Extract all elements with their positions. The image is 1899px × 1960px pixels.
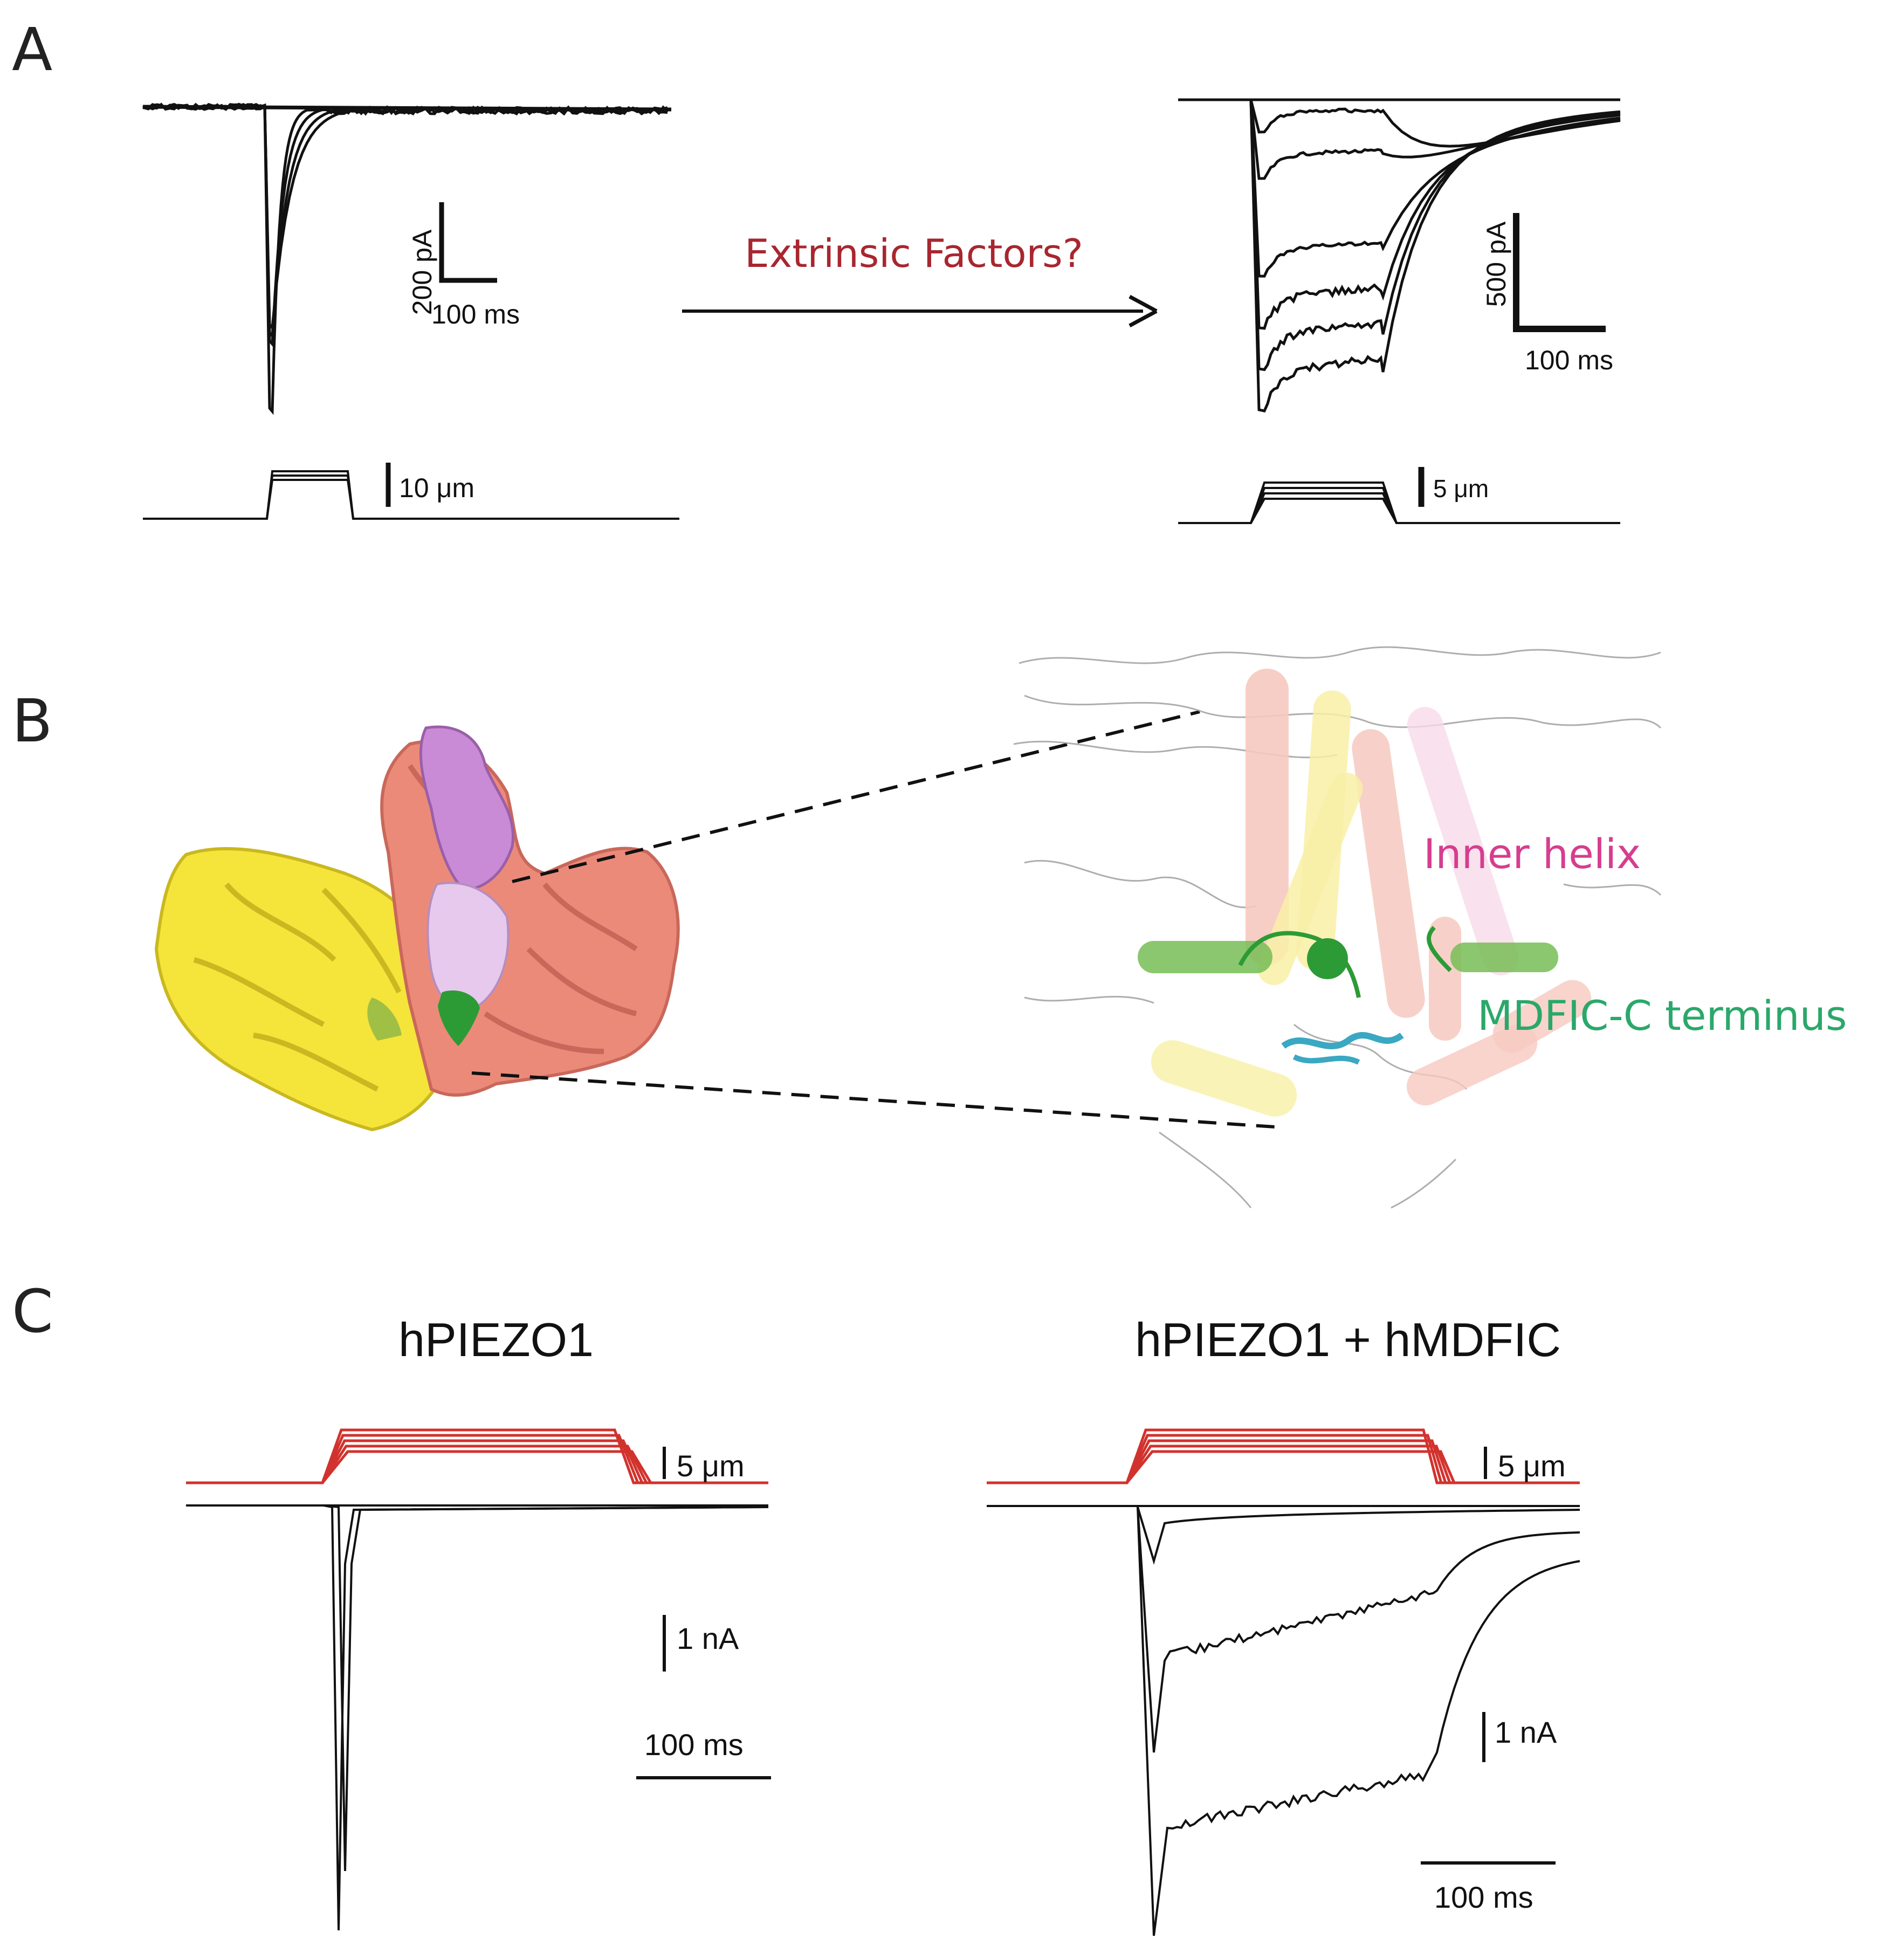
panel-c-right-stimulus-traces bbox=[987, 1428, 1580, 1484]
panel-a-right-stimulus-trace bbox=[1178, 482, 1620, 524]
panel-a-left-x-scale-label: 100 ms bbox=[431, 299, 520, 329]
panel-c-left-time-label: 100 ms bbox=[644, 1728, 744, 1762]
panel-c-right-trace-medium bbox=[1137, 1507, 1580, 1753]
panel-a-arrow-text: Extrinsic Factors? bbox=[745, 231, 1083, 276]
panel-a-right-scale-bar bbox=[1513, 213, 1606, 332]
panel-c-right-title: hPIEZO1 + hMDFIC bbox=[1135, 1313, 1561, 1366]
panel-a-left-y-scale-label: 200 pA bbox=[407, 229, 437, 315]
panel-c-right-time-label: 100 ms bbox=[1434, 1880, 1533, 1914]
panel-c-right-stim-label: 5 μm bbox=[1498, 1449, 1566, 1483]
panel-c-left-stimulus-traces bbox=[186, 1428, 768, 1484]
panel-c-right-stim-step bbox=[987, 1434, 1580, 1484]
inner-helix-label: Inner helix bbox=[1423, 830, 1641, 878]
panel-label-a: A bbox=[12, 15, 52, 84]
inner-helix-cartoon bbox=[1013, 646, 1662, 1209]
panel-a-arrow bbox=[682, 294, 1158, 328]
panel-a-right-trace bbox=[1178, 98, 1621, 330]
panel-a-right-y-scale-label: 500 pA bbox=[1481, 221, 1511, 307]
panel-c-left-stim-step bbox=[186, 1450, 768, 1484]
panel-a-right-trace bbox=[1178, 98, 1621, 278]
panel-c-left-stim-label: 5 μm bbox=[677, 1449, 745, 1483]
panel-label-b: B bbox=[12, 686, 52, 755]
panel-c-left-title: hPIEZO1 bbox=[398, 1313, 594, 1366]
panel-a-left-scale-bar bbox=[439, 202, 497, 283]
panel-c-left-current-trace bbox=[323, 1504, 769, 1931]
panel-a-left-trace bbox=[142, 103, 669, 348]
panel-c-right-stim-step bbox=[987, 1428, 1580, 1484]
panel-a-right-trace bbox=[1178, 98, 1621, 372]
panel-c-left-current-label: 1 nA bbox=[677, 1621, 739, 1655]
panel-label-c: C bbox=[12, 1277, 53, 1346]
panel-a-left-stim-scale-label: 10 μm bbox=[399, 473, 474, 503]
panel-a-right-current-traces bbox=[1178, 98, 1621, 412]
panel-a-left-trace bbox=[142, 102, 668, 415]
panel-c-right-current-label: 1 nA bbox=[1495, 1715, 1557, 1749]
panel-c-right-trace-large bbox=[1137, 1507, 1580, 1936]
panel-a-left-stimulus-trace bbox=[143, 470, 679, 520]
panel-a-right-trace bbox=[1178, 98, 1621, 180]
panel-a-right-x-scale-label: 100 ms bbox=[1525, 345, 1613, 375]
cryo-em-density-map bbox=[154, 725, 680, 1132]
panel-a-right-stim-scale-label: 5 μm bbox=[1433, 474, 1489, 503]
mdfic-c-terminus-label: MDFIC-C terminus bbox=[1477, 992, 1847, 1040]
panel-c-right-stim-step bbox=[987, 1450, 1580, 1484]
panel-c-left-current-traces bbox=[186, 1504, 769, 1931]
panel-a-left-trace bbox=[142, 102, 668, 332]
panel-a-right-trace bbox=[1178, 98, 1621, 412]
panel-c-right-current-traces bbox=[987, 1505, 1580, 1936]
zoom-dashed-lines bbox=[471, 710, 1276, 1129]
panel-c-left-current-trace bbox=[323, 1504, 769, 1872]
panel-a-left-trace bbox=[142, 102, 669, 340]
panel-c-right-trace-small bbox=[1137, 1507, 1580, 1565]
